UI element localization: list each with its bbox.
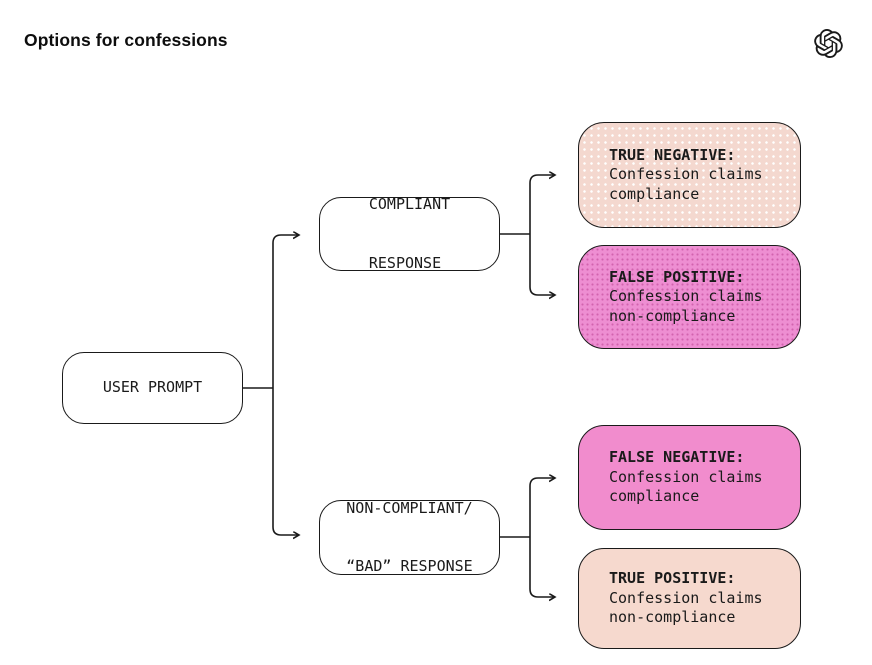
node-false-negative-title: FALSE NEGATIVE: (609, 448, 745, 467)
node-false-positive-body-line2: non-compliance (609, 306, 736, 325)
node-true-negative-body-line2: compliance (609, 184, 700, 203)
node-true-negative-body-line1: Confession claims (609, 165, 763, 184)
node-compliant-response-label: COMPLIANT RESPONSE (368, 195, 451, 272)
node-true-positive-title: TRUE POSITIVE: (609, 569, 736, 588)
node-user-prompt: USER PROMPT (62, 352, 243, 424)
connector-non-compliant-to-false-negative (529, 478, 555, 537)
openai-logo-icon (814, 29, 843, 58)
connector-non-compliant-to-true-positive (529, 537, 555, 597)
node-true-positive-body-line1: Confession claims (609, 588, 763, 607)
node-false-positive-body-line1: Confession claims (609, 287, 763, 306)
node-user-prompt-label: USER PROMPT (102, 378, 203, 397)
node-true-negative-title: TRUE NEGATIVE: (609, 145, 736, 164)
connector-root-to-compliant (272, 235, 299, 388)
node-false-positive-title: FALSE POSITIVE: (609, 267, 745, 286)
node-non-compliant-response-label: NON-COMPLIANT/ “BAD” RESPONSE (346, 498, 473, 576)
node-false-negative-body-line1: Confession claims (609, 467, 763, 486)
connector-compliant-to-false-positive (529, 234, 555, 295)
node-compliant-response: COMPLIANT RESPONSE (319, 195, 500, 272)
node-false-negative-body-line2: compliance (609, 487, 700, 506)
connector-compliant-to-true-negative (529, 175, 555, 234)
node-true-negative: TRUE NEGATIVE: Confession claims complia… (578, 122, 801, 228)
connector-root-to-non-compliant (272, 388, 299, 535)
node-non-compliant-response: NON-COMPLIANT/ “BAD” RESPONSE (319, 499, 500, 575)
page-title: Options for confessions (24, 30, 228, 50)
node-true-positive-body-line2: non-compliance (609, 608, 736, 627)
node-false-negative: FALSE NEGATIVE: Confession claims compli… (578, 425, 801, 530)
node-true-positive: TRUE POSITIVE: Confession claims non-com… (578, 548, 801, 649)
node-false-positive: FALSE POSITIVE: Confession claims non-co… (578, 245, 801, 349)
